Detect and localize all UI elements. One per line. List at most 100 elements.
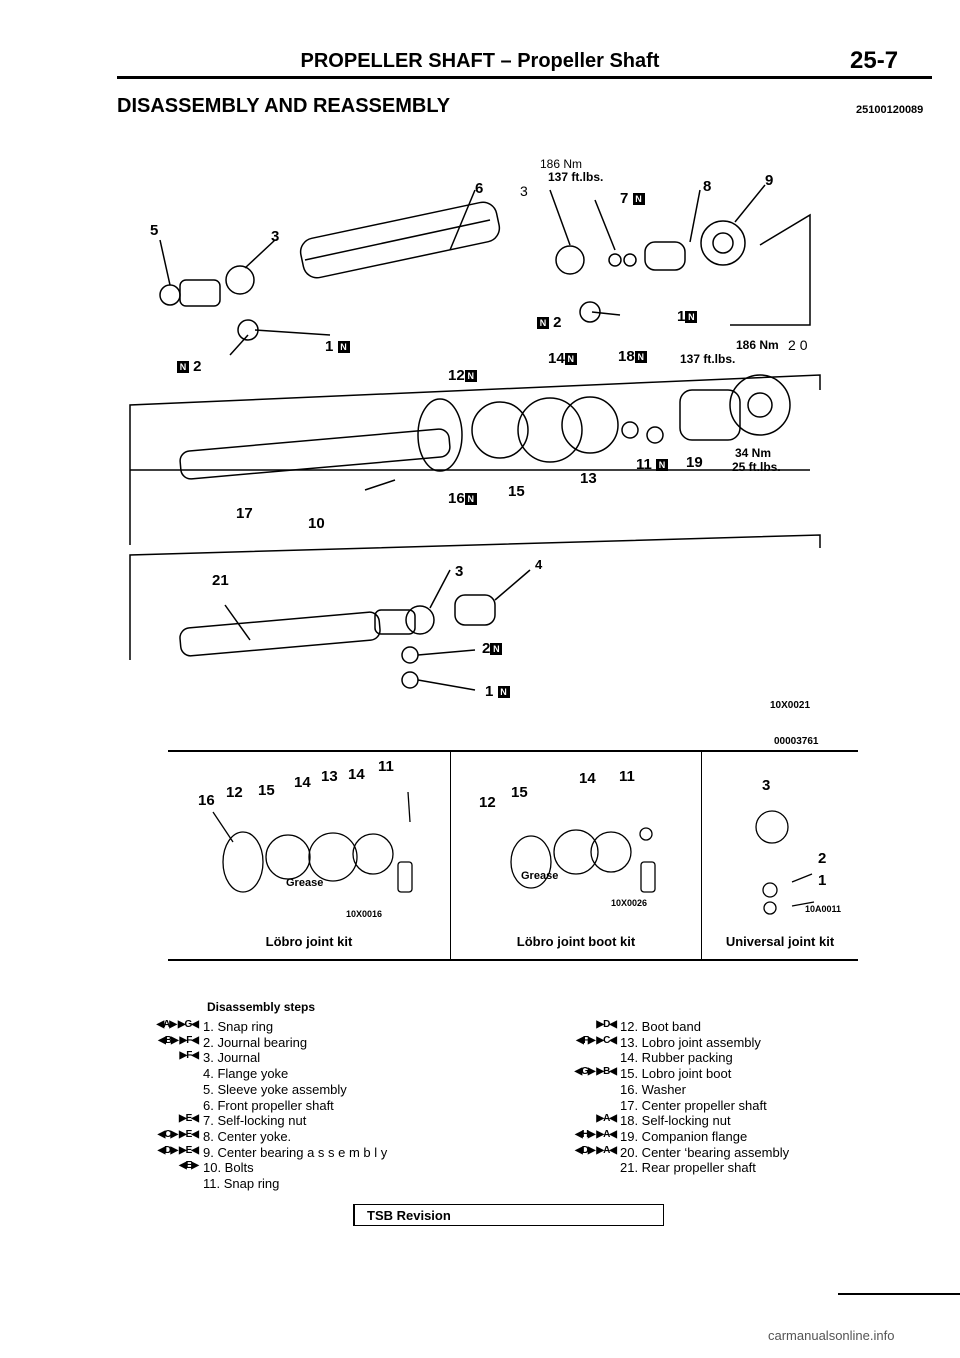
- callout-1-left: 1 N: [325, 338, 350, 355]
- callout-5: 5: [150, 222, 159, 239]
- step-marks: ◀A▶ ▶G◀: [156, 1019, 199, 1030]
- lobro-joint-kit-illustration: [212, 791, 413, 893]
- step-item: 21. Rear propeller shaft: [620, 1160, 756, 1176]
- rear-propeller-shaft: [179, 611, 381, 657]
- step-marks: ◀E▶: [178, 1160, 199, 1172]
- step-marks: ◀H▶ ▶A◀: [575, 1128, 617, 1140]
- lobro-boot-kit-illustration: [510, 827, 656, 893]
- lobro-joint-boot-kit: 12 15 14 11 Grease 10X0026 Löbro joint b…: [451, 752, 702, 959]
- step-item: 1. Snap ring: [203, 1019, 274, 1034]
- step-marks: ▶F◀: [179, 1050, 199, 1062]
- center-yoke: [644, 241, 686, 271]
- callout-13: 13: [580, 470, 597, 487]
- center-propeller-shaft: [179, 428, 451, 480]
- section-title: DISASSEMBLY AND REASSEMBLY: [117, 95, 451, 117]
- page-header-title: PROPELLER SHAFT – Propeller Shaft: [300, 50, 660, 72]
- callout-2-left: N 2: [177, 358, 202, 375]
- step-marks: ◀C▶ ▶E◀: [157, 1128, 199, 1140]
- kit3-label-3: 3: [762, 777, 771, 794]
- step-marks: ▶E◀: [178, 1113, 199, 1125]
- step-marks: ▶A◀: [596, 1113, 617, 1125]
- step-item: 16. Washer: [620, 1081, 686, 1097]
- step-item: 10. Bolts: [203, 1160, 254, 1176]
- torque-mid-nm: 186 Nm: [736, 338, 779, 352]
- kit2-label-14: 14: [579, 770, 596, 787]
- exploded-diagram: [129, 184, 821, 691]
- step-item: 8. Center yoke.: [203, 1128, 292, 1144]
- kit1-label-16: 16: [198, 792, 215, 809]
- callout-11: 11 N: [636, 456, 669, 473]
- step-item: 2. Journal bearing: [203, 1034, 308, 1050]
- kit3-label-2: 2: [818, 850, 827, 867]
- callout-21: 21: [212, 572, 229, 589]
- kit1-label-13: 13: [321, 768, 338, 785]
- journal-top: [555, 245, 585, 275]
- step-item: 9. Center bearing a s s e m b l y: [203, 1144, 388, 1160]
- step-item: 12. Boot band: [620, 1019, 701, 1034]
- callout-3-rear: 3: [455, 563, 464, 580]
- kit1-label-11: 11: [378, 758, 394, 775]
- step-item: 17. Center propeller shaft: [620, 1097, 767, 1113]
- washer: [417, 398, 463, 472]
- lobro-joint: [517, 397, 583, 463]
- step-item: 5. Sleeve yoke assembly: [203, 1081, 347, 1097]
- front-propeller-shaft: [299, 201, 501, 279]
- step-marks: ◀G▶ ▶B◀: [574, 1066, 617, 1078]
- callout-6: 6: [475, 180, 484, 197]
- callout-7: 7 N: [620, 190, 645, 207]
- callout-3: 3: [271, 228, 280, 245]
- step-item: 13. Lobro joint assembly: [620, 1034, 761, 1050]
- center-bearing-assembly: [729, 374, 791, 436]
- sleeve-yoke: [159, 284, 181, 306]
- torque-mid-ftlb: 137 ft.lbs.: [680, 352, 736, 366]
- tsb-revision-box: TSB Revision: [353, 1204, 664, 1226]
- step-item: 14. Rubber packing: [620, 1050, 733, 1066]
- callout-2-top: N 2: [537, 314, 562, 331]
- callout-3-top: 3: [520, 183, 528, 199]
- step-item: 20. Center ‘bearing assembly: [620, 1144, 790, 1160]
- lobro-boot: [471, 401, 529, 459]
- table-code: 00003761: [774, 736, 819, 747]
- callout-17: 17: [236, 505, 253, 522]
- step-item: 19. Companion flange: [620, 1128, 748, 1144]
- flange-yoke: [454, 594, 496, 626]
- step-item: 6. Front propeller shaft: [203, 1097, 334, 1113]
- torque-small-nm: 34 Nm: [735, 446, 772, 460]
- kit1-grease: Grease: [286, 877, 324, 889]
- step-marks: ◀F▶ ▶C◀: [576, 1034, 617, 1046]
- step-item: 15. Lobro joint boot: [620, 1066, 732, 1082]
- kit-table: 16 12 15 14 13 14 11 Grease 10X0016 Löbr…: [168, 750, 858, 961]
- step-marks: ◀D▶ ▶A◀: [575, 1144, 617, 1156]
- step-marks: ▶D◀: [596, 1019, 617, 1030]
- torque-top-ftlb: 137 ft.lbs.: [548, 170, 604, 184]
- document-id: 25100120089: [856, 104, 924, 116]
- step-marks: ◀D▶ ▶E◀: [157, 1144, 199, 1156]
- kit2-label-15: 15: [511, 784, 528, 801]
- callout-19: 19: [686, 454, 703, 471]
- kit3-label-1: 1: [818, 872, 827, 889]
- kit2-code: 10X0026: [611, 898, 648, 908]
- step-item: 7. Self-locking nut: [203, 1113, 307, 1129]
- kit2-caption: Löbro joint boot kit: [516, 934, 636, 949]
- kit1-caption: Löbro joint kit: [265, 934, 353, 949]
- kit1-label-12: 12: [226, 784, 243, 801]
- kit2-grease: Grease: [521, 870, 559, 882]
- callout-8: 8: [703, 178, 712, 195]
- page-number: 25-7: [850, 47, 899, 74]
- center-bearing: [700, 220, 746, 266]
- universal-kit-illustration: [755, 810, 815, 915]
- callout-9: 9: [765, 172, 774, 189]
- callout-10: 10: [308, 515, 325, 532]
- kit1-label-14a: 14: [294, 774, 311, 791]
- step-item: 11. Snap ring: [203, 1176, 280, 1191]
- step-marks: ◀B▶ ▶F◀: [158, 1034, 199, 1046]
- step-item: 3. Journal: [203, 1050, 261, 1066]
- kit1-code: 10X0016: [346, 909, 383, 919]
- callout-20: 20: [788, 337, 812, 353]
- step-item: 4. Flange yoke: [203, 1066, 289, 1082]
- step-item: 18. Self-locking nut: [620, 1113, 731, 1129]
